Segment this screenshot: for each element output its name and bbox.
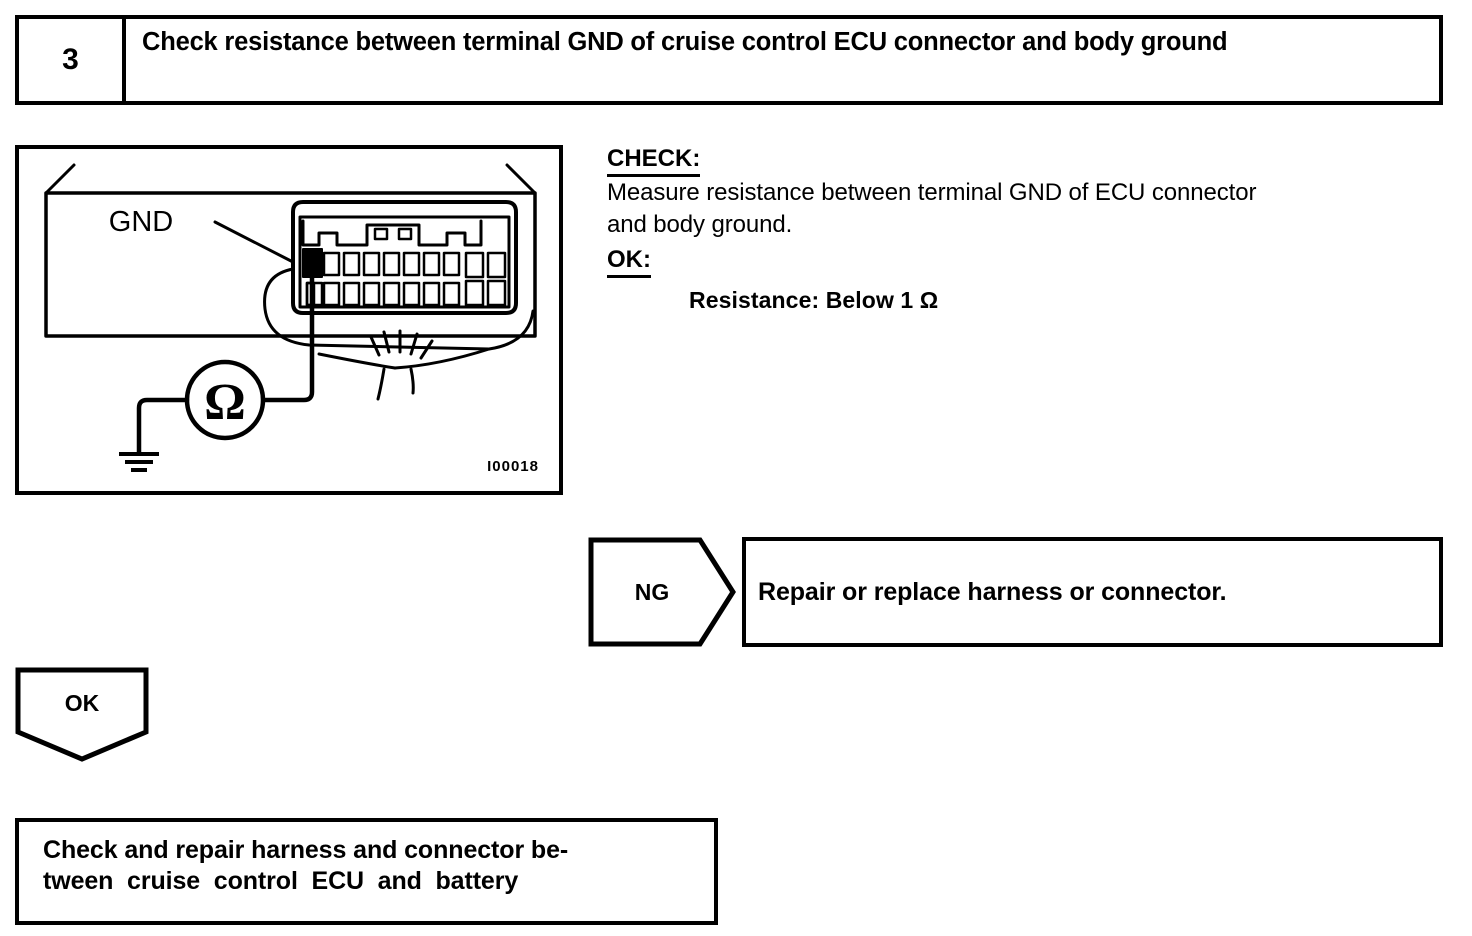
terminal-row-top xyxy=(322,251,507,279)
step-title-cell: Check resistance between terminal GND of… xyxy=(126,19,1439,101)
resistance-spec: Resistance: Below 1 Ω xyxy=(689,287,939,314)
check-keyword: CHECK: xyxy=(607,145,701,177)
check-instruction-line-1: Measure resistance between terminal GND … xyxy=(607,178,1257,206)
dash-panel-outline xyxy=(44,163,537,338)
gnd-leader-line xyxy=(213,220,295,264)
step-header-box: 3 Check resistance between terminal GND … xyxy=(15,15,1443,105)
test-lead-positive xyxy=(261,272,315,403)
illustration-panel: Ω GND I00018 xyxy=(15,145,563,495)
ok-keyword: OK: xyxy=(607,246,651,279)
ng-arrow-shape xyxy=(588,537,736,647)
check-text-block: CHECK: Measure resistance between termin… xyxy=(607,145,1467,314)
wire-bundle xyxy=(317,329,491,401)
measurement-diagram: Ω GND xyxy=(44,163,537,472)
step-number: 3 xyxy=(62,43,79,76)
check-instruction-line-2: and body ground. xyxy=(607,210,793,238)
harness-loop xyxy=(263,267,535,351)
final-action-box: Check and repair harness and connector b… xyxy=(15,818,718,925)
gnd-label: GND xyxy=(109,206,173,238)
body-ground-symbol xyxy=(119,452,159,472)
ng-result-box: Repair or replace harness or connector. xyxy=(742,537,1443,647)
step-title: Check resistance between terminal GND of… xyxy=(142,28,1228,56)
ng-result-text: Repair or replace harness or connector. xyxy=(758,577,1227,606)
step-number-cell: 3 xyxy=(19,19,126,101)
svg-text:Ω: Ω xyxy=(204,374,246,431)
final-action-line-1: Check and repair harness and connector b… xyxy=(43,836,569,864)
ecu-connector xyxy=(291,200,518,315)
final-action-line-2: tween cruise control ECU and battery xyxy=(43,866,519,895)
terminal-row-bottom xyxy=(305,279,507,307)
ohmmeter: Ω xyxy=(184,359,266,441)
test-lead-ground xyxy=(136,397,190,455)
gnd-terminal-highlight xyxy=(302,248,323,278)
figure-id: I00018 xyxy=(487,458,539,475)
ok-arrow-shape xyxy=(15,667,149,762)
